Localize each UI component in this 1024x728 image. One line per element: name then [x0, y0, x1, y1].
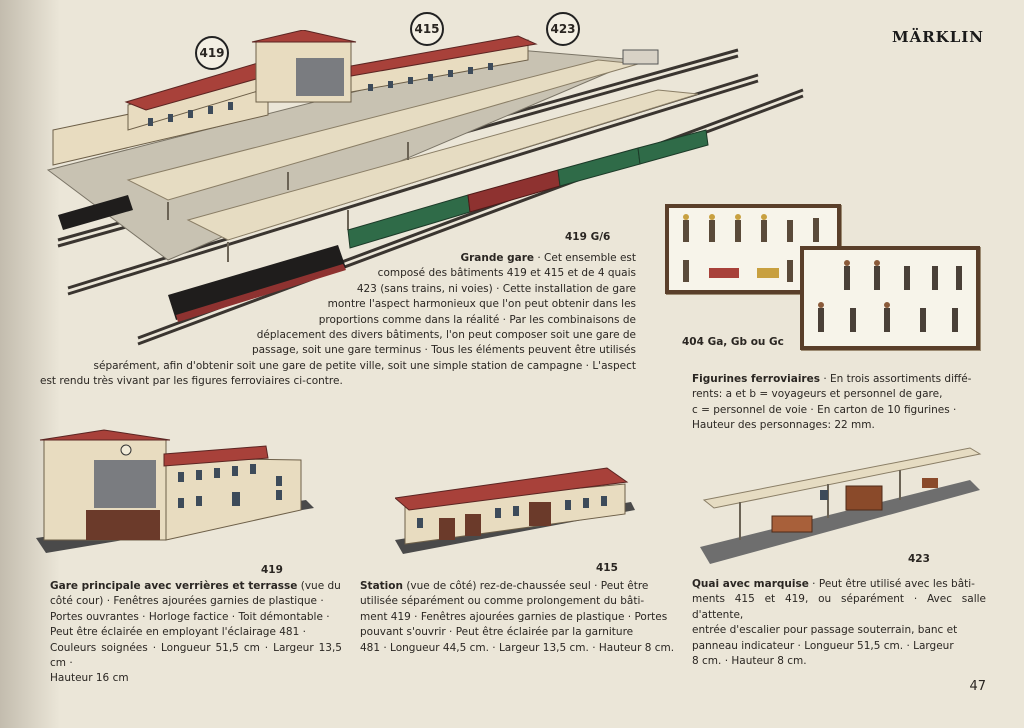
station-description: Station (vue de côté) rez-de-chaussée se… — [360, 579, 676, 656]
text-line: · Peut être utilisé avec les bâti- — [808, 578, 975, 590]
text-line: côté cour) · Fenêtres ajourées garnies d… — [50, 595, 324, 608]
text-line: Peut être éclairée en employant l'éclair… — [50, 626, 306, 639]
text-line: Hauteur des personnages: 22 mm. — [692, 419, 875, 432]
quai-title: Quai avec marquise — [692, 578, 809, 590]
text-line: 8 cm. · Hauteur 8 cm. — [692, 655, 807, 668]
text-line: (vue de côté) rez-de-chaussée seul · Peu… — [402, 580, 649, 592]
grande-gare-description: Grande gare · Cet ensemble est composé d… — [40, 251, 636, 390]
quai-illustration — [700, 447, 982, 564]
text-line: rents: a et b = voyageurs et personnel d… — [692, 388, 943, 401]
station-illustration — [395, 467, 635, 554]
text-line: (vue du — [297, 580, 341, 592]
quai-code: 423 — [908, 553, 930, 565]
gare-principale-description: Gare principale avec verrières et terras… — [50, 579, 342, 687]
gare-principale-code: 419 — [261, 564, 283, 576]
text-line: ment 419 · Fenêtres ajourées garnies de … — [360, 610, 668, 623]
text-line: Hauteur 16 cm — [50, 672, 129, 685]
text-line: passage, soit une gare terminus · Tous l… — [251, 344, 636, 357]
figurines-title: Figurines ferroviaires — [692, 373, 820, 385]
figurines-b-illustration — [818, 260, 962, 332]
station-code: 415 — [596, 562, 618, 574]
text-line: est rendu très vivant par les figures fe… — [40, 375, 343, 388]
grande-gare-title: Grande gare — [460, 252, 535, 264]
text-line: 481 · Longueur 44,5 cm. · Largeur 13,5 c… — [360, 641, 675, 654]
text-line: panneau indicateur · Longueur 51,5 cm. ·… — [692, 639, 954, 652]
gare-principale-title: Gare principale avec verrières et terras… — [50, 580, 298, 592]
text-line: séparément, afin d'obtenir soit une gare… — [93, 359, 636, 372]
text-line: Couleurs soignées · Longueur 51,5 cm · L… — [50, 641, 342, 670]
text-line: entrée d'escalier pour passage souterrai… — [692, 624, 958, 637]
text-line: c = personnel de voie · En carton de 10 … — [692, 403, 957, 416]
figurines-description: Figurines ferroviaires · En trois assort… — [692, 372, 987, 434]
grande-gare-illustration — [46, 30, 804, 346]
page-gutter-shade — [0, 0, 60, 728]
text-line: déplacement des divers bâtiments, l'on p… — [256, 329, 636, 342]
figurines-box-b — [800, 246, 980, 350]
quai-description: Quai avec marquise · Peut être utilisé a… — [692, 577, 986, 669]
station-title: Station — [360, 580, 403, 592]
callout-415: 415 — [410, 12, 444, 46]
text-line: · Cet ensemble est — [537, 252, 636, 264]
text-line: composé des bâtiments 419 et 415 et de 4… — [377, 267, 636, 280]
text-line: proportions comme dans la réalité · Par … — [318, 313, 636, 326]
page-number: 47 — [969, 679, 986, 694]
figurines-code: 404 Ga, Gb ou Gc — [682, 336, 784, 348]
text-line: ments 415 et 419, ou séparément · Avec s… — [692, 593, 986, 621]
text-line: · En trois assortiments diffé- — [823, 373, 972, 385]
text-line: Portes ouvrantes · Horloge factice · Toi… — [50, 610, 330, 623]
brand-logo: MÄRKLIN — [891, 28, 984, 46]
gare-principale-illustration — [36, 429, 314, 553]
callout-423: 423 — [546, 12, 580, 46]
grande-gare-code: 419 G/6 — [565, 231, 611, 243]
text-line: montre l'aspect harmonieux que l'on peut… — [327, 298, 636, 311]
text-line: pouvant s'ouvrir · Peut être éclairée pa… — [360, 626, 634, 639]
text-line: 423 (sans trains, ni voies) · Cette inst… — [356, 282, 636, 295]
callout-419: 419 — [195, 36, 229, 70]
text-line: utilisée séparément ou comme prolongemen… — [360, 595, 645, 608]
